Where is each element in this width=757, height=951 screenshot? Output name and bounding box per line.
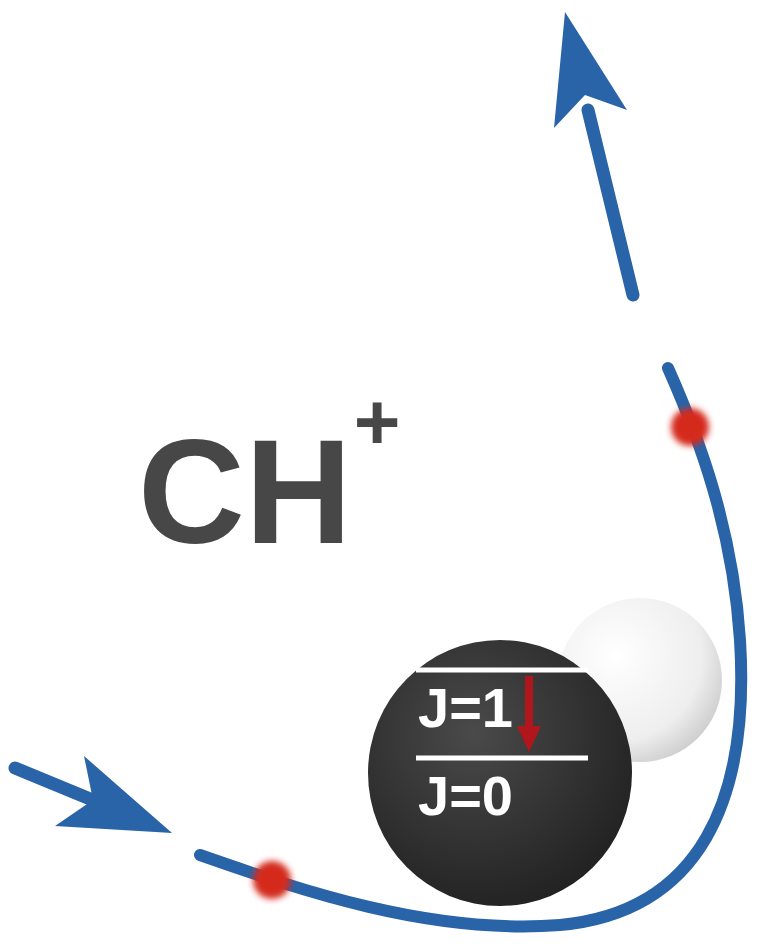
charge-sign: +	[354, 382, 401, 462]
energy-level-line	[416, 756, 588, 761]
energy-level-label: J=0	[418, 768, 513, 824]
trajectory-arrowhead	[55, 756, 172, 833]
energy-level-label: J=1	[418, 680, 513, 736]
trajectory-arrowhead	[554, 12, 627, 128]
energy-level-line	[416, 668, 588, 673]
carbon-sphere	[368, 640, 632, 906]
molecule-name: CH	[138, 418, 352, 566]
transition-arrowhead	[517, 726, 541, 752]
transition-arrow	[525, 676, 533, 730]
electron-dot	[671, 408, 709, 446]
carbon-atom: J=1J=0	[368, 640, 632, 906]
electron-dot	[253, 861, 291, 899]
trajectory-line	[588, 110, 633, 295]
trajectory-line	[15, 768, 95, 801]
